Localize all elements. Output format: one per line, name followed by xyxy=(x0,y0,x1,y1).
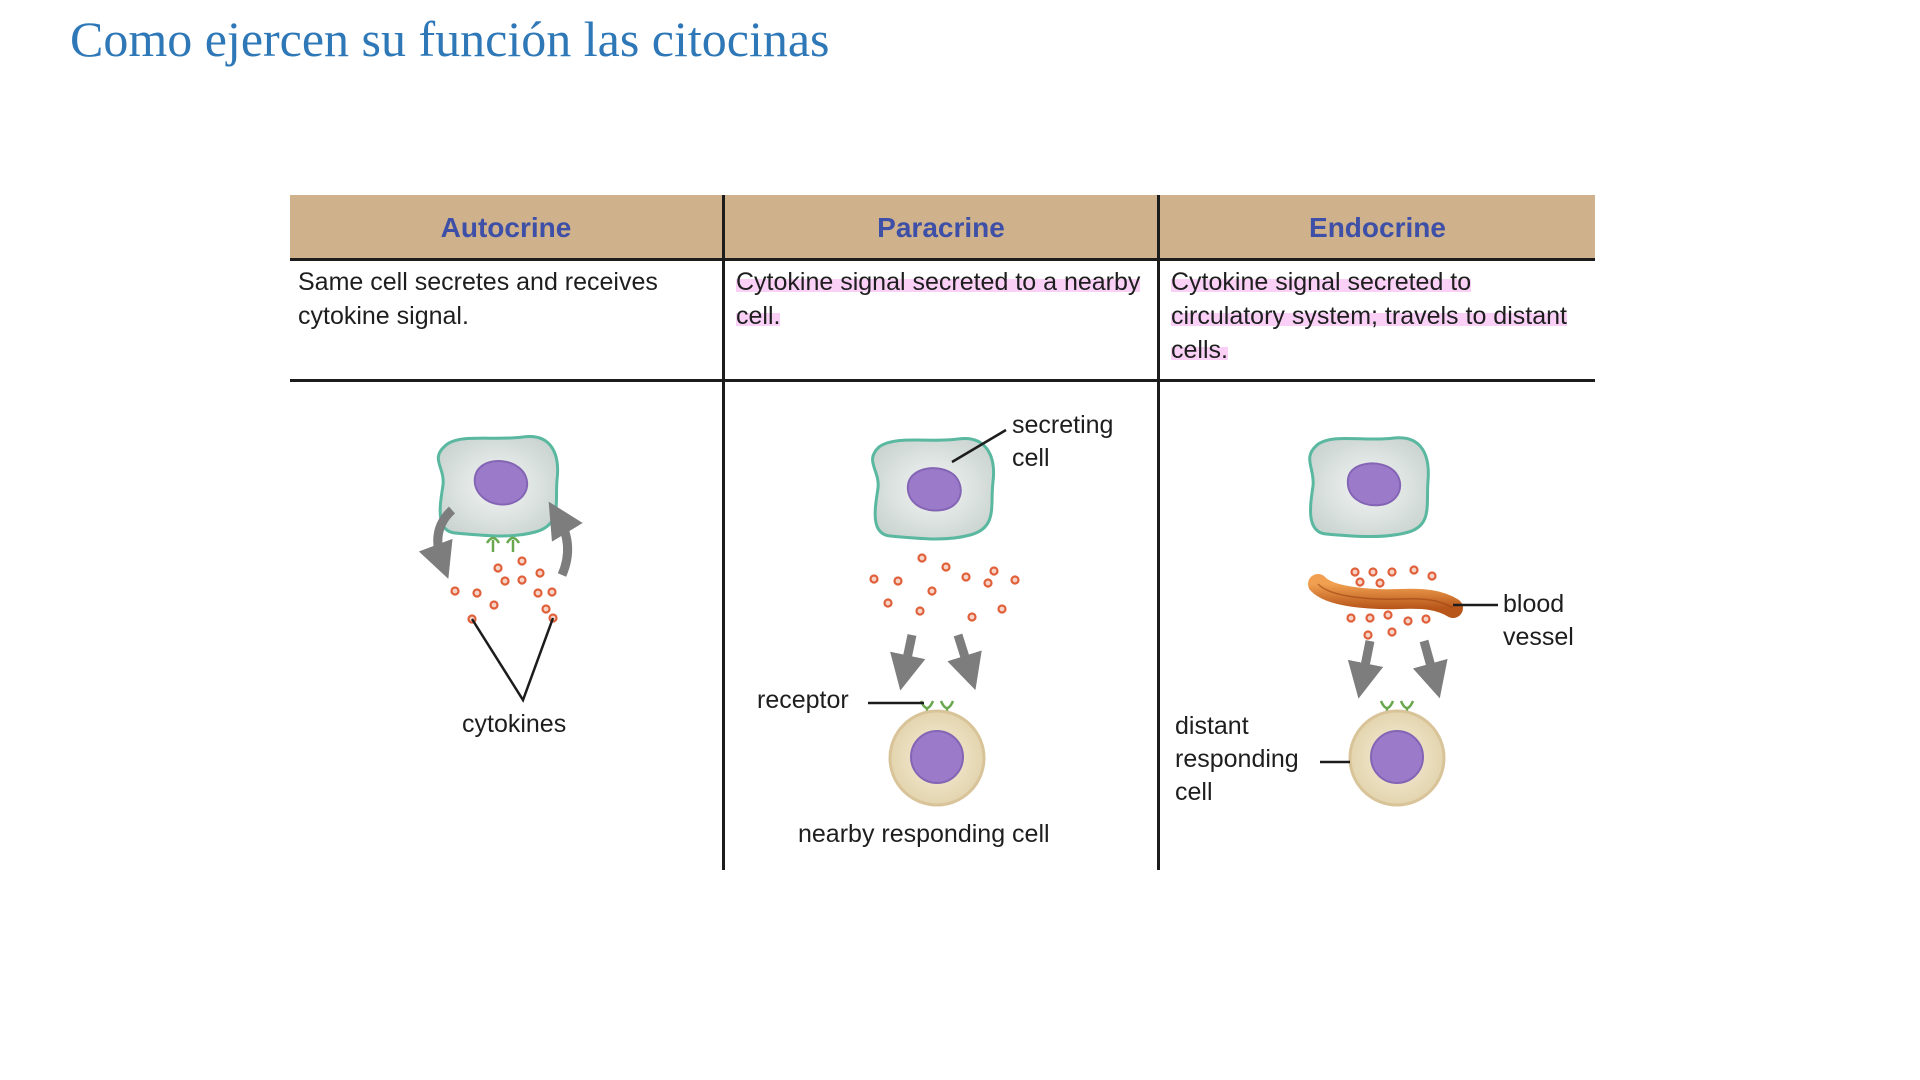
row-divider xyxy=(290,379,1595,382)
label-secreting-cell-line2: cell xyxy=(1012,444,1050,472)
heading-paracrine: Paracrine xyxy=(877,212,1005,243)
label-distant-line3: cell xyxy=(1175,778,1213,806)
heading-endocrine: Endocrine xyxy=(1309,212,1446,243)
cytokines-pointer xyxy=(470,617,555,703)
nearby-responding-nucleus xyxy=(910,730,964,784)
autocrine-cytokines xyxy=(450,556,558,624)
description-endocrine: Cytokine signal secreted to circulatory … xyxy=(1171,265,1586,367)
column-divider-1 xyxy=(722,195,725,870)
autocrine-illustration xyxy=(418,435,583,703)
paracrine-arrow-left xyxy=(890,634,926,691)
paracrine-nucleus xyxy=(906,467,962,512)
autocrine-receptors xyxy=(485,536,521,552)
signaling-illustrations xyxy=(418,428,1498,807)
description-autocrine: Same cell secretes and receives cytokine… xyxy=(298,268,658,330)
autocrine-nucleus xyxy=(473,460,528,506)
endocrine-arrow-left xyxy=(1347,640,1384,699)
paracrine-arrow-right xyxy=(947,633,982,691)
slide-title: Como ejercen su función las citocinas xyxy=(70,11,830,67)
label-secreting-cell-line1: secreting xyxy=(1012,411,1114,439)
label-nearby-responding-cell: nearby responding cell xyxy=(798,820,1050,848)
header-divider xyxy=(290,258,1595,261)
description-paracrine: Cytokine signal secreted to a nearby cel… xyxy=(736,265,1146,333)
endocrine-arrow-right xyxy=(1412,639,1448,699)
autocrine-arrow-left xyxy=(418,506,456,579)
blood-vessel xyxy=(1308,574,1463,618)
endocrine-cytokines-top xyxy=(1350,565,1437,588)
label-cytokines: cytokines xyxy=(462,710,567,738)
endocrine-nucleus xyxy=(1346,462,1402,507)
endocrine-cytokines-bottom xyxy=(1346,610,1431,640)
distant-responding-nucleus xyxy=(1370,730,1424,784)
label-distant-line1: distant xyxy=(1175,712,1249,740)
secreting-cell-pointer xyxy=(951,428,1007,464)
label-blood-vessel-line2: vessel xyxy=(1503,623,1574,651)
paracrine-cytokines xyxy=(869,553,1020,622)
table-header xyxy=(290,195,1595,260)
autocrine-arrow-right xyxy=(548,501,583,577)
label-receptor: receptor xyxy=(757,686,849,714)
heading-autocrine: Autocrine xyxy=(440,212,572,243)
label-distant-line2: responding xyxy=(1175,745,1299,773)
endocrine-illustration xyxy=(1308,436,1498,807)
paracrine-illustration xyxy=(868,428,1020,807)
label-blood-vessel-line1: blood xyxy=(1503,590,1565,618)
column-divider-2 xyxy=(1157,195,1160,870)
cytokine-signaling-table: Autocrine Paracrine Endocrine Same cell … xyxy=(290,195,1595,870)
